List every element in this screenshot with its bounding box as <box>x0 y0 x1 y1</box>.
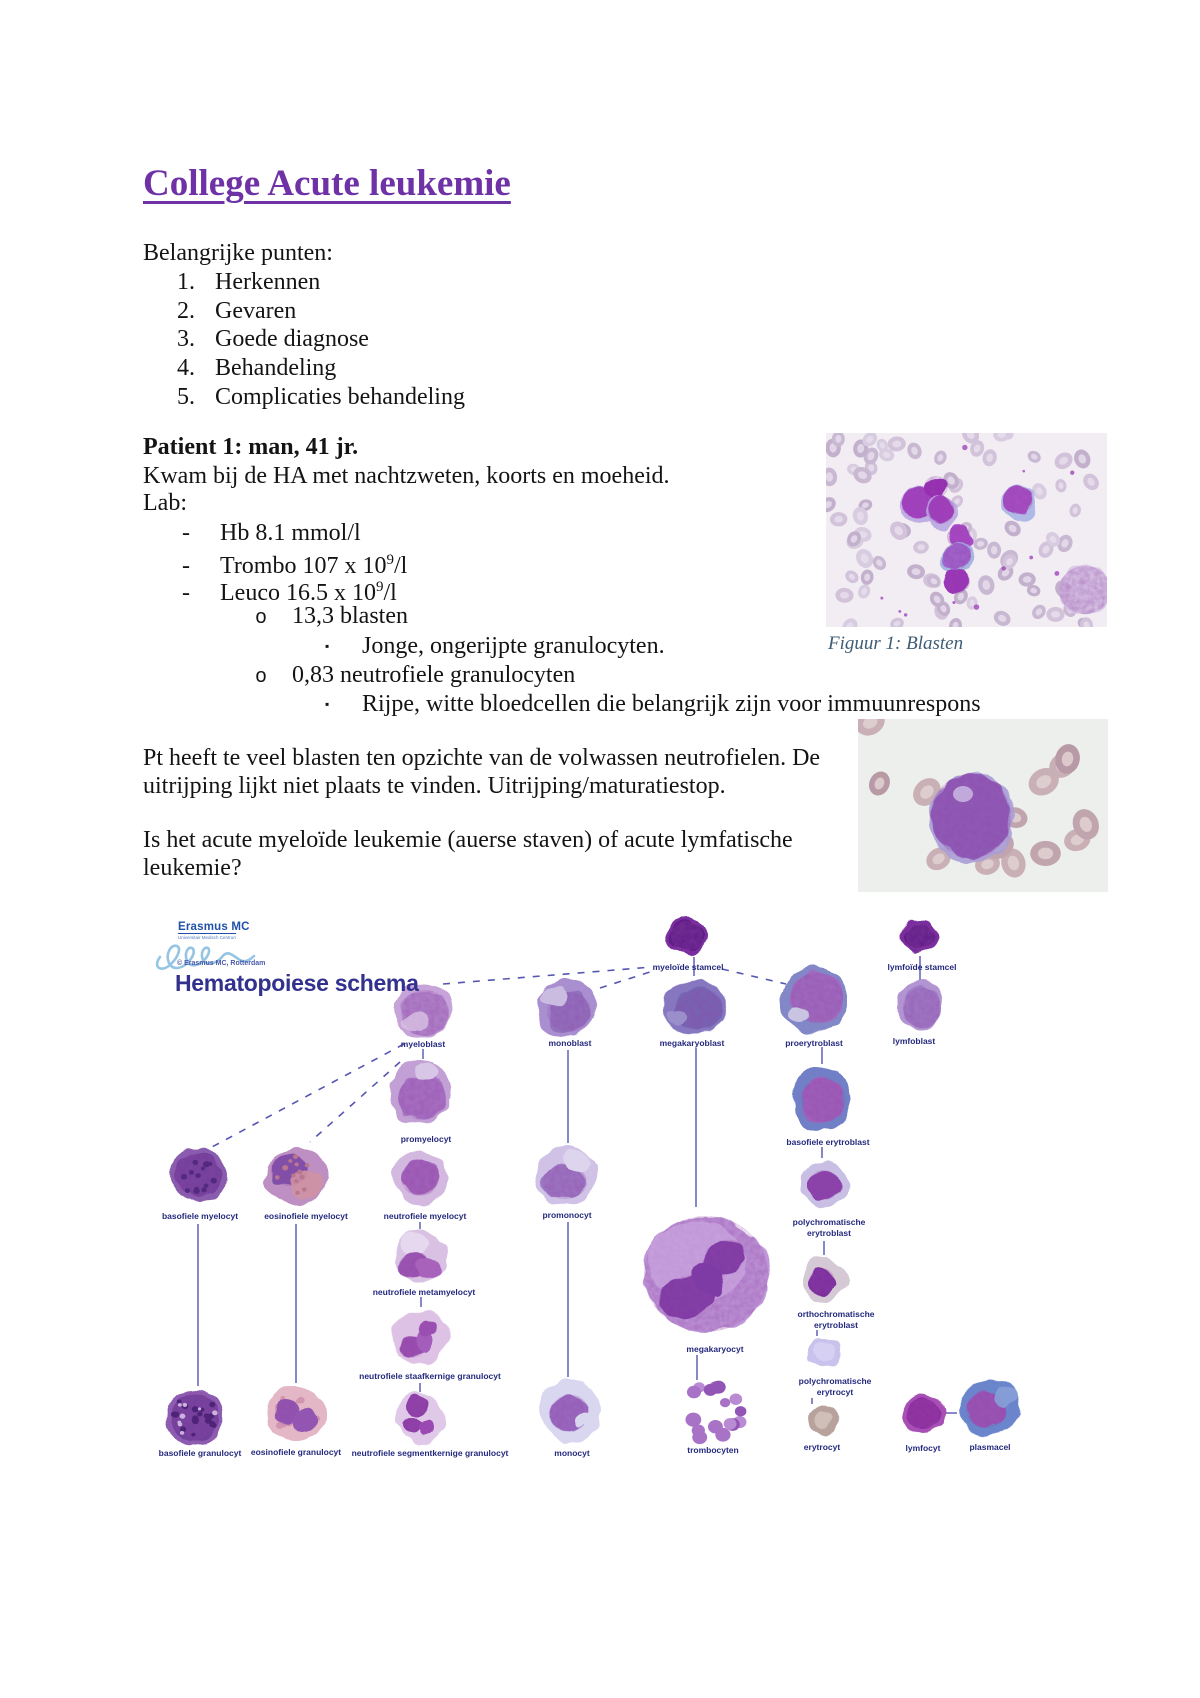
cell-label: promonocyt <box>542 1210 591 1220</box>
cell-label: orthochromatische <box>798 1309 875 1319</box>
schema-cell-lymfocyt: lymfocyt <box>903 1395 943 1453</box>
list-item: 3.Goede diagnose <box>177 326 369 352</box>
cell-label: erytroblast <box>814 1320 858 1330</box>
cell-label: erytrocyt <box>817 1387 854 1397</box>
text-line: leukemie? <box>143 855 242 881</box>
schema-cell-promyelocyt: promyelocyt <box>389 1060 451 1144</box>
erasmus-script-icon <box>155 944 256 970</box>
copyright-line: © Erasmus MC, Rotterdam <box>177 960 266 967</box>
text-line: uitrijping lijkt niet plaats te vinden. … <box>143 773 726 799</box>
lab-label: Lab: <box>143 490 187 516</box>
schema-cell-promonocyt: promonocyt <box>537 1146 597 1220</box>
lab-item: -Hb 8.1 mmol/l <box>182 520 361 546</box>
cell-label: promyelocyt <box>401 1134 452 1144</box>
figure1-blood-smear <box>826 433 1107 627</box>
cell-label: basofiele granulocyt <box>159 1448 242 1458</box>
cell-label: eosinofiele myelocyt <box>264 1211 348 1221</box>
schema-cell-basofiele-myelocyt: basofiele myelocyt <box>162 1148 238 1221</box>
cell-label: neutrofiele myelocyt <box>384 1211 467 1221</box>
logo-name: Erasmus MC <box>178 921 250 933</box>
sub-item: ▪Rijpe, witte bloedcellen die belangrijk… <box>325 691 981 717</box>
cell-label: basofiele myelocyt <box>162 1211 238 1221</box>
list-item: 5.Complicaties behandeling <box>177 384 465 410</box>
schema-cell-myeloide-stamcel: myeloïde stamcel <box>653 917 724 972</box>
cell-label: lymfoblast <box>893 1036 936 1046</box>
cell-label: plasmacel <box>969 1442 1010 1452</box>
schema-title: Hematopoiese schema <box>175 970 419 996</box>
cell-label: trombocyten <box>687 1445 738 1455</box>
patient-heading: Patient 1: man, 41 jr. <box>143 434 359 460</box>
schema-cell-erytrocyt: erytrocyt <box>804 1406 841 1452</box>
cell-label: basofiele erytroblast <box>786 1137 869 1147</box>
schema-cell-basofiele-granulocyt: basofiele granulocyt <box>159 1387 242 1458</box>
schema-cell-plasmacel: plasmacel <box>958 1380 1022 1452</box>
schema-cell-neutrofiele-staafkernige-granulocyt: neutrofiele staafkernige granulocyt <box>359 1309 501 1381</box>
schema-cell-myeloblast: myeloblast <box>394 982 452 1049</box>
cell-label: myeloïde stamcel <box>653 962 724 972</box>
schema-connections <box>197 956 957 1414</box>
intro-label: Belangrijke punten: <box>143 240 333 266</box>
figure2-blood-smear <box>858 719 1108 892</box>
cell-label: polychromatische <box>793 1217 866 1227</box>
schema-cell-eosinofiele-granulocyt: eosinofiele granulocyt <box>251 1386 341 1457</box>
cell-label: lymfoïde stamcel <box>888 962 957 972</box>
schema-cell-lymfoblast: lymfoblast <box>893 982 943 1046</box>
cell-label: megakaryocyt <box>686 1344 743 1354</box>
cell-label: lymfocyt <box>906 1443 941 1453</box>
schema-cell-megakaryoblast: megakaryoblast <box>660 980 727 1048</box>
logo-subtext: Universitair Medisch Centrum Rotterdam <box>178 933 236 940</box>
page-title: College Acute leukemie <box>143 163 511 204</box>
figure1-caption: Figuur 1: Blasten <box>828 633 964 654</box>
schema-cell-basofiele-erytroblast: basofiele erytroblast <box>786 1068 870 1147</box>
schema-cell-proerytroblast: proerytroblast <box>780 968 848 1048</box>
schema-cell-neutrofiele-metamyelocyt: neutrofiele metamyelocyt <box>373 1231 476 1297</box>
schema-cell-eosinofiele-myelocyt: eosinofiele myelocyt <box>264 1147 348 1221</box>
schema-cell-monoblast: monoblast <box>536 980 596 1048</box>
schema-cell-megakaryocyt: megakaryocyt <box>644 1216 768 1354</box>
schema-cell-trombocyten: trombocyten <box>685 1380 747 1455</box>
schema-cell-neutrofiele-myelocyt: neutrofiele myelocyt <box>384 1151 467 1221</box>
lab-item: -Leuco 16.5 x 109/l <box>182 579 397 606</box>
cell-label: erytroblast <box>807 1228 851 1238</box>
cell-label: polychromatische <box>799 1376 872 1386</box>
list-item: 4.Behandeling <box>177 355 337 381</box>
cell-label: eosinofiele granulocyt <box>251 1447 341 1457</box>
cell-label: neutrofiele metamyelocyt <box>373 1287 476 1297</box>
cell-label: erytrocyt <box>804 1442 841 1452</box>
text-line: Is het acute myeloïde leukemie (auerse s… <box>143 827 793 853</box>
schema-cell-lymfoide-stamcel: lymfoïde stamcel <box>888 920 957 972</box>
text-line: Pt heeft te veel blasten ten opzichte va… <box>143 745 821 771</box>
schema-cell-neutrofiele-segmentkernige-granulocyt: neutrofiele segmentkernige granulocyt <box>352 1393 509 1458</box>
text-line: Kwam bij de HA met nachtzweten, koorts e… <box>143 463 670 489</box>
cell-label: proerytroblast <box>785 1038 843 1048</box>
sub-item: ▪Jonge, ongerijpte granulocyten. <box>325 633 665 659</box>
list-item: 1.Herkennen <box>177 269 321 295</box>
schema-cell-monocyt: monocyt <box>541 1379 601 1458</box>
cell-label: myeloblast <box>401 1039 446 1049</box>
cell-label: monocyt <box>554 1448 590 1458</box>
list-item: 2.Gevaren <box>177 298 297 324</box>
cell-label: megakaryoblast <box>660 1038 725 1048</box>
cell-label: monoblast <box>549 1038 592 1048</box>
lab-item: -Trombo 107 x 109/l <box>182 552 408 579</box>
cell-label: neutrofiele staafkernige granulocyt <box>359 1371 501 1381</box>
erasmus-mc-logo: Erasmus MC Universitair Medisch Centrum … <box>178 921 250 940</box>
cell-label: neutrofiele segmentkernige granulocyt <box>352 1448 509 1458</box>
